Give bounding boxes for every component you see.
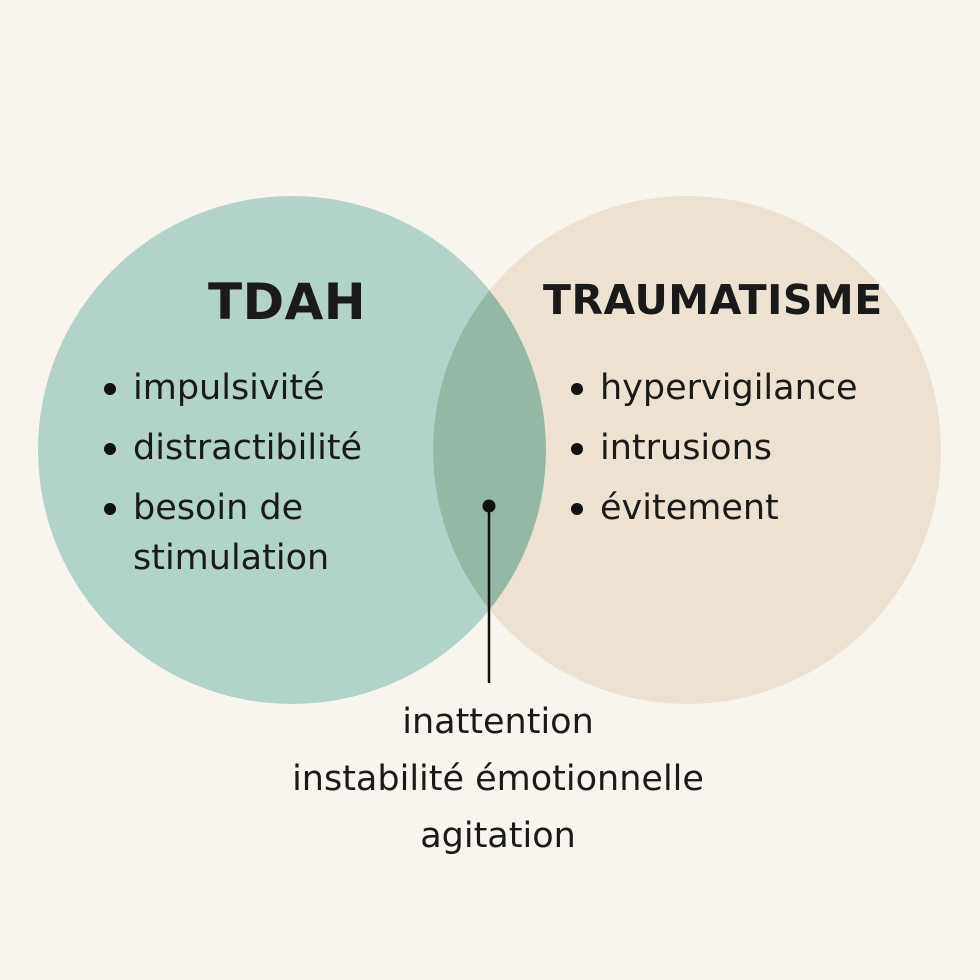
tdah-list: impulsivité distractibilité besoin de st… [100, 363, 400, 593]
bullet-dot-icon [104, 383, 116, 395]
bullet-dot-icon [104, 443, 116, 455]
traumatisme-item: évitement [567, 483, 887, 533]
pointer-dot [482, 499, 496, 513]
bullet-dot-icon [571, 503, 583, 515]
tdah-title: TDAH [208, 273, 367, 331]
shared-item-label: instabilité émotionnelle [292, 759, 704, 799]
traumatisme-item-label: évitement [600, 488, 779, 528]
tdah-item: distractibilité [100, 423, 400, 473]
tdah-circle [38, 196, 546, 704]
shared-symptoms: inattention instabilité émotionnelle agi… [0, 694, 980, 865]
traumatisme-item: hypervigilance [567, 363, 887, 413]
tdah-item-label: besoin de stimulation [133, 488, 330, 578]
tdah-item: impulsivité [100, 363, 400, 413]
shared-item-label: agitation [420, 816, 576, 856]
traumatisme-item-label: intrusions [600, 428, 772, 468]
traumatisme-title: TRAUMATISME [543, 276, 883, 324]
traumatisme-list: hypervigilance intrusions évitement [567, 363, 887, 543]
tdah-item-label: impulsivité [133, 368, 325, 408]
tdah-item-label: distractibilité [133, 428, 363, 468]
bullet-dot-icon [571, 443, 583, 455]
tdah-item: besoin de stimulation [100, 483, 400, 583]
bullet-dot-icon [571, 383, 583, 395]
bullet-dot-icon [104, 503, 116, 515]
traumatisme-item: intrusions [567, 423, 887, 473]
traumatisme-item-label: hypervigilance [600, 368, 858, 408]
traumatisme-circle [433, 196, 941, 704]
shared-item-label: inattention [402, 702, 594, 742]
